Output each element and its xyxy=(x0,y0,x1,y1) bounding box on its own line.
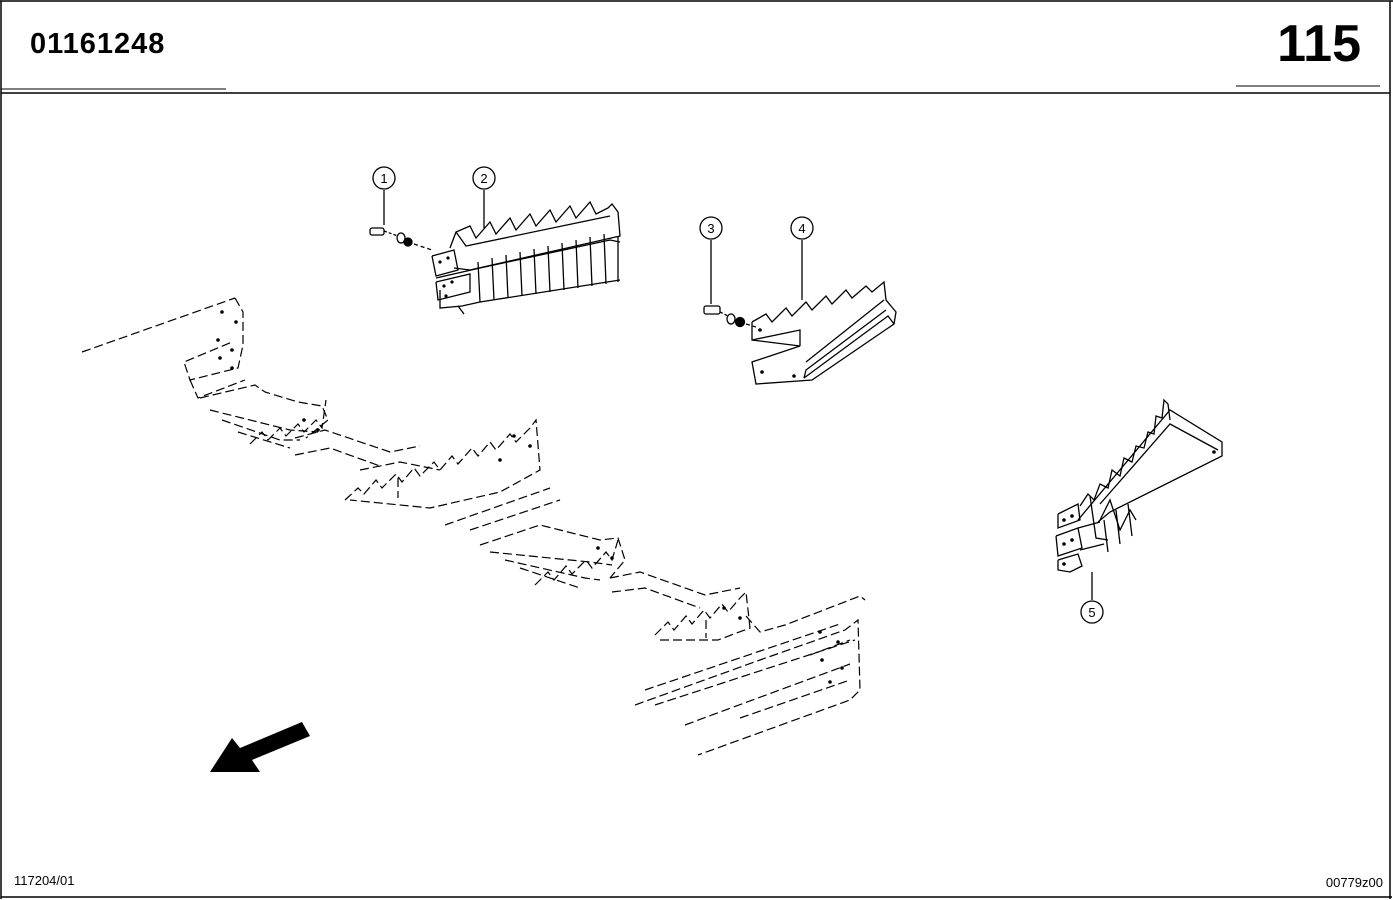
part-4-toothed-bracket xyxy=(751,240,897,385)
part-5-holes xyxy=(1062,450,1216,566)
callout-3-label: 3 xyxy=(707,221,714,236)
document-number: 01161248 xyxy=(30,28,166,60)
part-2-holes xyxy=(438,256,454,298)
header-frame-dashed xyxy=(81,297,866,756)
callout-1-label: 1 xyxy=(380,171,387,186)
part-4-holes xyxy=(758,328,796,378)
callout-4-label: 4 xyxy=(798,221,805,236)
callout-5-label: 5 xyxy=(1088,605,1095,620)
callout-1-circle xyxy=(372,166,396,190)
footer-right-code: 00779z00 xyxy=(1325,875,1383,890)
callouts xyxy=(372,166,1104,624)
part-1-bolt-assembly xyxy=(369,190,433,251)
footer-left-code: 117204/01 xyxy=(14,873,75,888)
part-3-bolt-assembly xyxy=(703,240,757,328)
callout-5-circle xyxy=(1080,600,1104,624)
page-number: 115 xyxy=(1277,15,1361,73)
part-5-bracket-assembly xyxy=(1055,398,1223,600)
callout-4-circle xyxy=(790,216,814,240)
direction-arrow-icon xyxy=(210,722,310,772)
callout-2-circle xyxy=(472,166,496,190)
frame-holes xyxy=(216,310,844,684)
part-2-toothed-guard xyxy=(431,190,621,315)
callout-3-circle xyxy=(699,216,723,240)
callout-2-label: 2 xyxy=(480,171,487,186)
